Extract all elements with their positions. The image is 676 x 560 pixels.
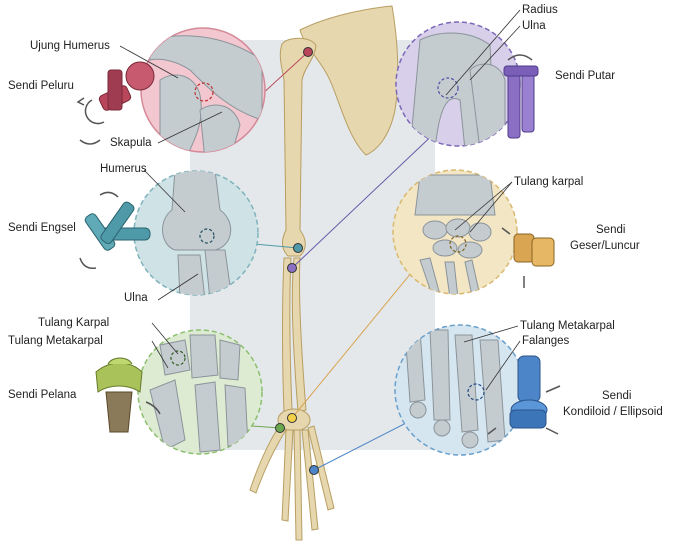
pivot-model	[503, 54, 539, 139]
label-sendi-pelana: Sendi Pelana	[8, 389, 77, 401]
detail-circle-pelana	[137, 329, 263, 455]
hinge-model	[79, 191, 151, 270]
detail-circle-peluru	[140, 27, 266, 153]
marker-elbow-pivot	[287, 263, 297, 273]
marker-elbow-hinge	[293, 243, 303, 253]
label-sendi-putar: Sendi Putar	[555, 70, 616, 82]
radius-bone	[291, 257, 307, 413]
label-radius: Radius	[522, 4, 558, 16]
finger-1	[281, 429, 294, 522]
ball-socket-model	[76, 61, 155, 145]
label-sendi-kondiloid-1: Sendi	[602, 390, 632, 402]
leader-lines	[119, 9, 521, 391]
label-ulna-mid: Ulna	[124, 292, 148, 304]
label-tulang-metakarpal-right: Tulang Metakarpal	[520, 320, 615, 332]
label-sendi-geser-2: Geser/Luncur	[570, 240, 640, 252]
label-skapula: Skapula	[110, 137, 152, 149]
label-falanges: Falanges	[522, 335, 570, 347]
line-putar	[291, 127, 441, 269]
finger-2	[293, 429, 303, 541]
scapula-bone	[299, 5, 399, 156]
saddle-model	[95, 357, 161, 433]
thumb-bone	[249, 424, 287, 494]
line-kondiloid	[313, 419, 413, 471]
humerus-bone	[279, 37, 317, 257]
label-sendi-kondiloid-2: Kondiloid / Ellipsoid	[563, 406, 663, 418]
detail-circle-putar	[395, 21, 521, 147]
line-engsel	[253, 243, 299, 249]
marker-shoulder	[303, 47, 313, 57]
joint-markers	[275, 47, 319, 475]
detail-circle-geser	[392, 169, 518, 295]
finger-3	[301, 429, 319, 531]
label-ulna-top: Ulna	[522, 20, 546, 32]
marker-wrist-glide	[287, 413, 297, 423]
gliding-model	[501, 227, 555, 288]
label-tulang-karpal-left: Tulang Karpal	[38, 317, 110, 329]
label-tulang-karpal-right: Tulang karpal	[514, 176, 584, 188]
detail-circle-kondiloid	[394, 324, 526, 456]
label-humerus: Humerus	[100, 163, 147, 175]
label-sendi-peluru: Sendi Peluru	[8, 80, 74, 92]
marker-condyloid	[309, 465, 319, 475]
label-ujung-humerus: Ujung Humerus	[30, 40, 110, 52]
line-geser	[291, 249, 431, 419]
label-sendi-engsel: Sendi Engsel	[8, 222, 76, 234]
label-sendi-geser-1: Sendi	[596, 224, 626, 236]
label-tulang-metakarpal-left: Tulang Metakarpal	[8, 335, 103, 347]
marker-saddle	[275, 423, 285, 433]
finger-4	[307, 425, 335, 511]
detail-circle-engsel	[133, 170, 259, 296]
condyloid-model	[487, 355, 561, 435]
